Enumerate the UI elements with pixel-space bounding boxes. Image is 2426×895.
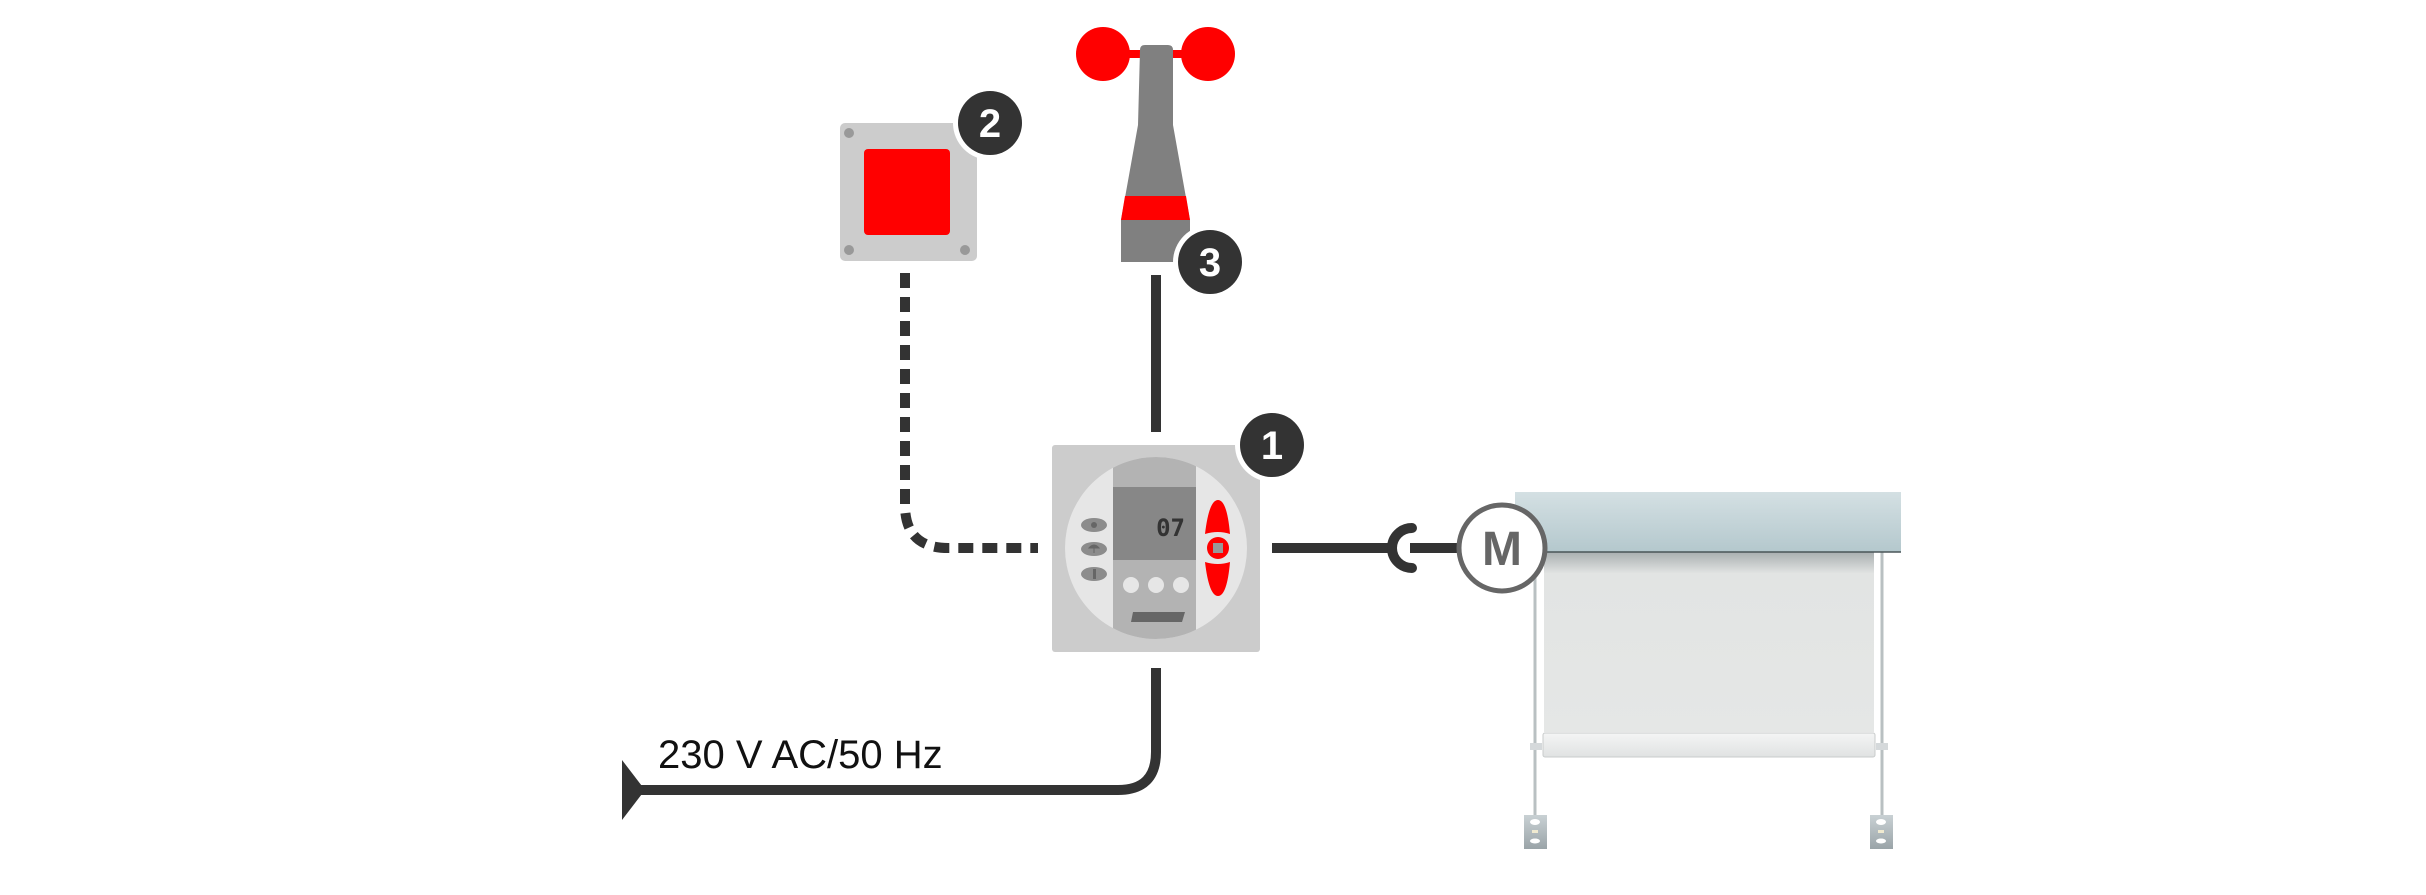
motor-label: M (1482, 523, 1522, 576)
dashed-wire-button-to-controller (900, 273, 1038, 553)
stop-button[interactable] (1207, 537, 1229, 559)
power-supply-label: 230 V AC/50 Hz (658, 733, 943, 777)
power-arrow-icon (622, 760, 645, 820)
round-button[interactable] (1173, 577, 1189, 593)
blind-fabric (1544, 552, 1874, 732)
roller-blind (1515, 492, 1901, 849)
sun-icon[interactable] (1081, 518, 1107, 532)
svg-text:2: 2 (979, 102, 1001, 146)
blind-bottom-bar (1542, 732, 1876, 758)
badge-1: 1 (1235, 408, 1309, 482)
controller-device: 07 (1052, 445, 1260, 652)
umbrella-icon[interactable] (1081, 542, 1107, 556)
round-button[interactable] (1123, 577, 1139, 593)
svg-text:3: 3 (1199, 241, 1221, 285)
screw-icon (844, 245, 854, 255)
anemometer-cup-icon (1181, 27, 1235, 81)
push-button-device (840, 123, 977, 261)
blind-cassette-box (1515, 492, 1901, 552)
anemometer-cup-icon (1076, 27, 1130, 81)
wind-sensor-device (1076, 27, 1235, 262)
red-push-button[interactable] (864, 149, 950, 235)
down-arrow-button[interactable] (1205, 562, 1230, 596)
brand-plate (1131, 612, 1185, 622)
lcd-display: 07 (1156, 514, 1185, 542)
up-arrow-button[interactable] (1205, 500, 1230, 534)
motor-symbol: M (1456, 502, 1548, 594)
badge-3: 3 (1173, 225, 1247, 299)
power-supply-wire (640, 668, 1161, 795)
thermometer-icon[interactable] (1081, 567, 1107, 581)
plug-connector-icon (1387, 523, 1417, 573)
round-button[interactable] (1148, 577, 1164, 593)
floor-bracket (1524, 815, 1547, 849)
floor-bracket (1870, 815, 1893, 849)
badge-2: 2 (953, 86, 1027, 160)
screw-icon (844, 128, 854, 138)
svg-text:1: 1 (1261, 424, 1283, 468)
screw-icon (960, 245, 970, 255)
